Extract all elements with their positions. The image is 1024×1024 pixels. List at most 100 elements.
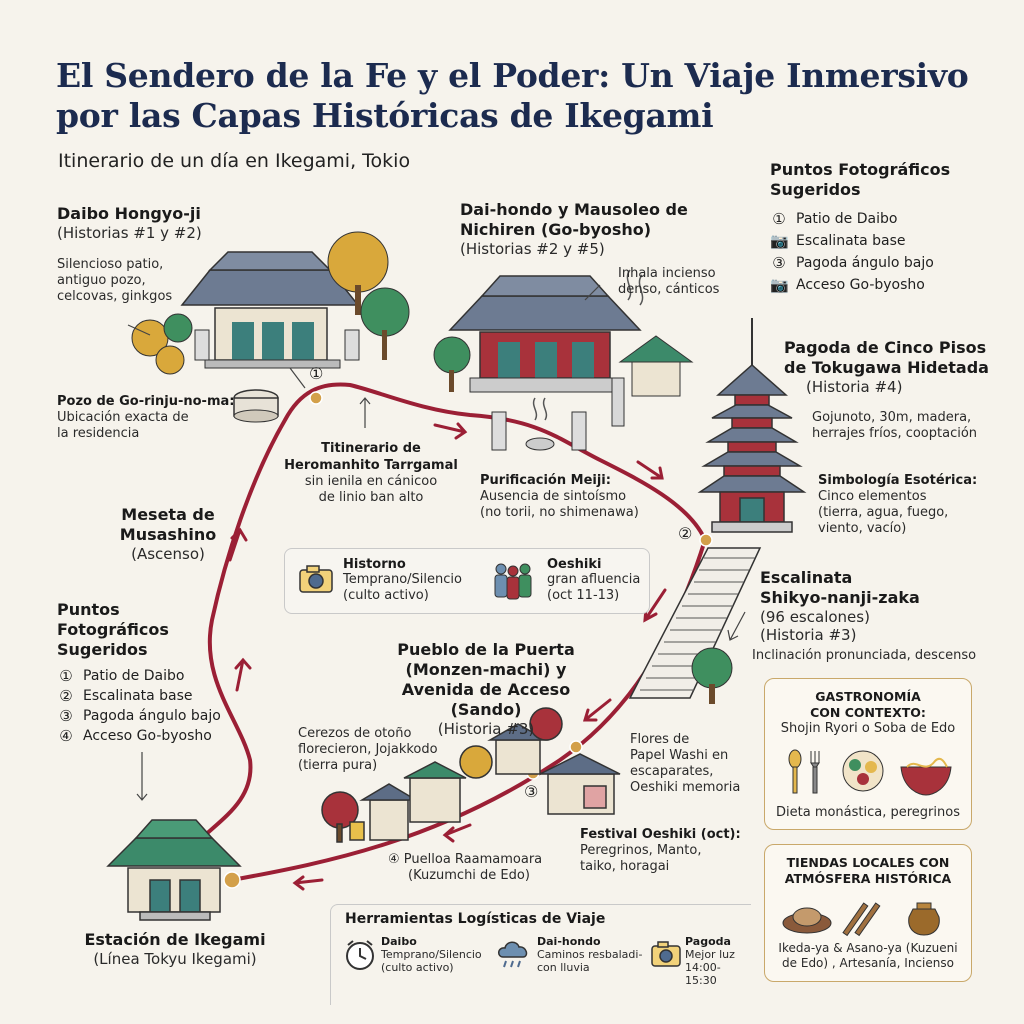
soba-bowl-icon — [900, 757, 952, 796]
logistics-item-daihondo: Dai-hondo Caminos resbaladi- con lluvia — [537, 935, 642, 974]
pagoda-desc-line: herrajes fríos, cooptación — [812, 426, 978, 441]
photo-point-left-item: ③ Pagoda ángulo bajo — [57, 706, 257, 726]
festival-desc: Peregrinos, Manto, — [580, 843, 702, 858]
photo-point-label: Acceso Go-byosho — [83, 728, 212, 744]
visit-info-box: Historno Temprano/Silencio (culto activo… — [284, 548, 650, 614]
daibo-trees — [131, 231, 410, 375]
daihondo-temple-drawing — [433, 269, 694, 451]
photo-points-left-title-1: Puntos — [57, 600, 120, 619]
info-left-desc: (culto activo) — [343, 588, 429, 603]
pagoda-subtitle: (Historia #4) — [806, 378, 903, 396]
photo-point-label: Pagoda ángulo bajo — [83, 708, 221, 724]
info-right-desc: (oct 11-13) — [547, 588, 620, 603]
shops-box: TIENDAS LOCALES CON ATMÓSFERA HISTÓRICA … — [764, 844, 972, 982]
stop-4-section: ④ Puelloa Raamamoara (Kuzumchi de Edo) — [388, 852, 542, 884]
logistics-item-desc: Temprano/Silencio — [381, 948, 482, 961]
gastronomy-box: GASTRONOMÍA CON CONTEXTO: Shojin Ryori o… — [764, 678, 972, 830]
stairs-title-1: Escalinata — [760, 568, 853, 587]
station-title: Estación de Ikegami — [84, 930, 266, 949]
stop-marker-1: ① — [309, 364, 324, 383]
stairs-section: Escalinata Shikyo-nanji-zaka (96 escalon… — [760, 568, 920, 644]
chopsticks-icon — [842, 902, 881, 937]
purification-title: Purificación Meiji: — [480, 473, 611, 488]
monzen-cherry-line: florecieron, Jojakkodo — [298, 742, 438, 757]
pagoda-symbol-line: viento, vacío) — [818, 521, 907, 536]
daihondo-desc: Inhala incienso denso, cánticos — [618, 266, 719, 298]
stairs-title-2: Shikyo-nanji-zaka — [760, 588, 920, 607]
photo-point-label: Escalinata base — [796, 233, 906, 249]
well-drawing — [233, 389, 279, 423]
festival-title: Festival Oeshiki (oct): — [580, 827, 741, 842]
info-left-desc: Temprano/Silencio — [343, 572, 462, 587]
photo-point-left-item: ① Patio de Daibo — [57, 666, 257, 686]
stop-4-desc: (Kuzumchi de Edo) — [408, 868, 530, 883]
itinerary-note: Titinerario de Heromanhito Tarrgamal sin… — [276, 440, 466, 506]
bowl-icon — [842, 750, 884, 792]
monzen-title-2: (Monzen-machi) y — [405, 660, 567, 679]
page-subtitle: Itinerario de un día en Ikegami, Tokio — [58, 150, 411, 172]
daihondo-subtitle: (Historias #2 y #5) — [460, 240, 605, 258]
monzen-cherry-line: Cerezos de otoño — [298, 726, 412, 741]
meseta-subtitle: (Ascenso) — [131, 545, 205, 563]
monzen-flowers-line: Oeshiki memoria — [630, 780, 741, 795]
stairs-desc: (96 escalones) — [760, 608, 870, 626]
meseta-title-2: Musashino — [119, 525, 217, 544]
spoon-fork-icon — [788, 749, 820, 794]
monzen-flowers: Flores de Papel Washi en escaparates, Oe… — [630, 732, 740, 796]
pagoda-desc: Gojunoto, 30m, madera, herrajes fríos, c… — [812, 410, 977, 442]
gastronomy-subtitle: Shojin Ryori o Soba de Edo — [780, 721, 956, 736]
well-title: Pozo de Go-rinju-no-ma: — [57, 394, 235, 409]
clock-icon — [346, 940, 374, 970]
well-desc-line: la residencia — [57, 426, 140, 441]
logistics-item-title: Daibo — [381, 935, 417, 948]
logistics-item-desc: Caminos resbaladi- — [537, 948, 643, 961]
daihondo-section: Dai-hondo y Mausoleo de Nichiren (Go-byo… — [460, 200, 688, 258]
logistics-item-title: Dai-hondo — [537, 935, 601, 948]
purification-section: Purificación Meiji: Ausencia de sintoísm… — [480, 472, 639, 521]
photo-point-label: Acceso Go-byosho — [796, 277, 925, 293]
guide-arrows — [127, 284, 746, 801]
camera-icon — [299, 565, 333, 593]
photo-point-right-item: 📷Acceso Go-byosho — [770, 274, 990, 296]
marker-icon: ③ — [59, 707, 73, 725]
marker-icon: ① — [59, 667, 73, 685]
shops-desc-line: de Edo) , Artesanía, Incienso — [782, 956, 954, 970]
itinerary-note-desc: de linio ban alto — [318, 490, 424, 505]
daibo-desc-line: Silencioso patio, — [57, 257, 164, 272]
shops-desc: Ikeda-ya & Asano-ya (Kuzueni de Edo) , A… — [765, 941, 971, 971]
logistics-item-title: Pagoda — [685, 935, 731, 948]
pagoda-symbol-title: Simbología Esotérica: — [818, 473, 978, 488]
photo-point-label: Patio de Daibo — [83, 668, 185, 684]
incense-jar-icon — [908, 902, 940, 936]
station-drawing — [106, 819, 242, 921]
daibo-desc-line: antiguo pozo, — [57, 273, 146, 288]
station-section: Estación de Ikegami (Línea Tokyu Ikegami… — [70, 930, 280, 968]
purification-desc: Ausencia de sintoísmo — [480, 489, 627, 504]
shops-desc-line: Ikeda-ya & Asano-ya (Kuzueni — [778, 941, 958, 955]
photo-point-right-item: 📷Escalinata base — [770, 230, 990, 252]
festival-desc: taiko, horagai — [580, 859, 670, 874]
station-subtitle: (Línea Tokyu Ikegami) — [93, 950, 257, 968]
daibo-desc: Silencioso patio, antiguo pozo, celcovas… — [57, 257, 172, 305]
daibo-desc-line: celcovas, ginkgos — [57, 289, 173, 304]
page-title: El Sendero de la Fe y el Poder: Un Viaje… — [56, 56, 976, 136]
daihondo-desc-line: denso, cánticos — [618, 282, 720, 297]
logistics-panel: Herramientas Logísticas de Viaje Daibo T… — [330, 904, 751, 1005]
festival-section: Festival Oeshiki (oct): Peregrinos, Mant… — [580, 826, 741, 875]
daibo-temple-drawing — [180, 251, 360, 369]
rain-cloud-icon — [498, 941, 528, 968]
gastronomy-title-1: GASTRONOMÍA — [815, 689, 921, 704]
monzen-flowers-line: Flores de — [630, 732, 690, 747]
photo-point-label: Pagoda ángulo bajo — [796, 255, 934, 271]
logistics-item-desc: Mejor luz — [685, 948, 735, 961]
photo-points-right-title-1: Puntos Fotográficos — [770, 160, 951, 179]
stop-4-title: Puelloa Raamamoara — [403, 852, 543, 867]
photo-points-left-title-2: Fotográficos — [57, 620, 169, 639]
monzen-title-3: Avenida de Acceso (Sando) — [401, 680, 571, 719]
daihondo-title-2: Nichiren (Go-byosho) — [460, 220, 652, 239]
pagoda-desc-line: Gojunoto, 30m, madera, — [812, 410, 972, 425]
